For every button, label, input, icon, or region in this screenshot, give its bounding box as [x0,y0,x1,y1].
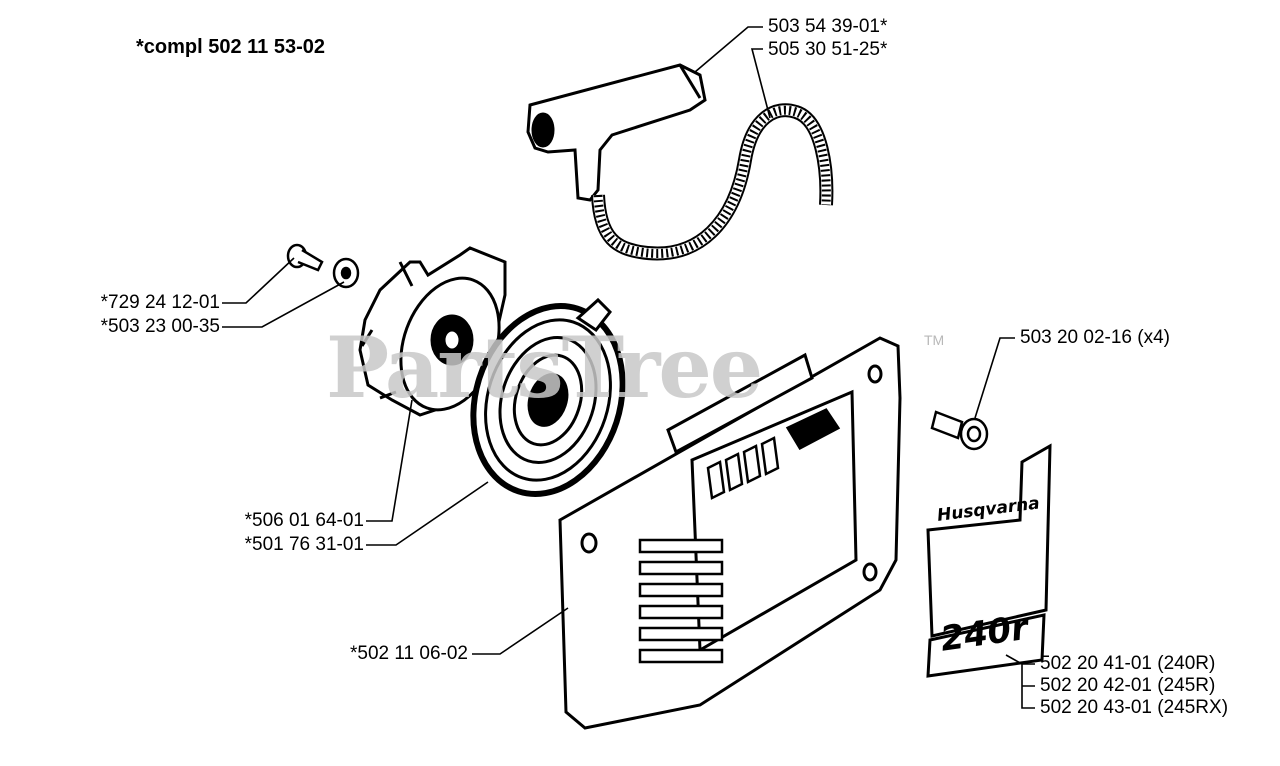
watermark-trademark: TM [924,332,945,348]
starter-handle [526,63,707,202]
callout-washer: *503 23 00-35 [100,316,220,337]
screw-part [286,243,360,289]
callout-decal-240r: 502 20 41-01 (240R) [1040,653,1216,674]
callout-decal-245r: 502 20 42-01 (245R) [1040,675,1216,696]
callout-housing: *502 11 06-02 [350,643,468,664]
spring-part [470,297,626,497]
assembly-title: *compl 502 11 53-02 [136,36,326,58]
callout-handle: 503 54 39-01* [768,16,888,37]
starter-rope [591,103,834,261]
leader-lines [222,26,1035,709]
callout-screw: *729 24 12-01 [100,292,220,313]
callout-bolt: 503 20 02-16 (x4) [1020,327,1170,348]
callout-spring: *501 76 31-01 [244,534,364,555]
starter-housing [558,336,902,730]
callout-pulley: *506 01 64-01 [244,510,364,531]
callout-rope: 505 30 51-25* [768,39,888,60]
bolt-part [930,410,989,451]
callout-decal-245rx: 502 20 43-01 (245RX) [1040,697,1229,718]
watermark: PartsTree [326,318,763,417]
